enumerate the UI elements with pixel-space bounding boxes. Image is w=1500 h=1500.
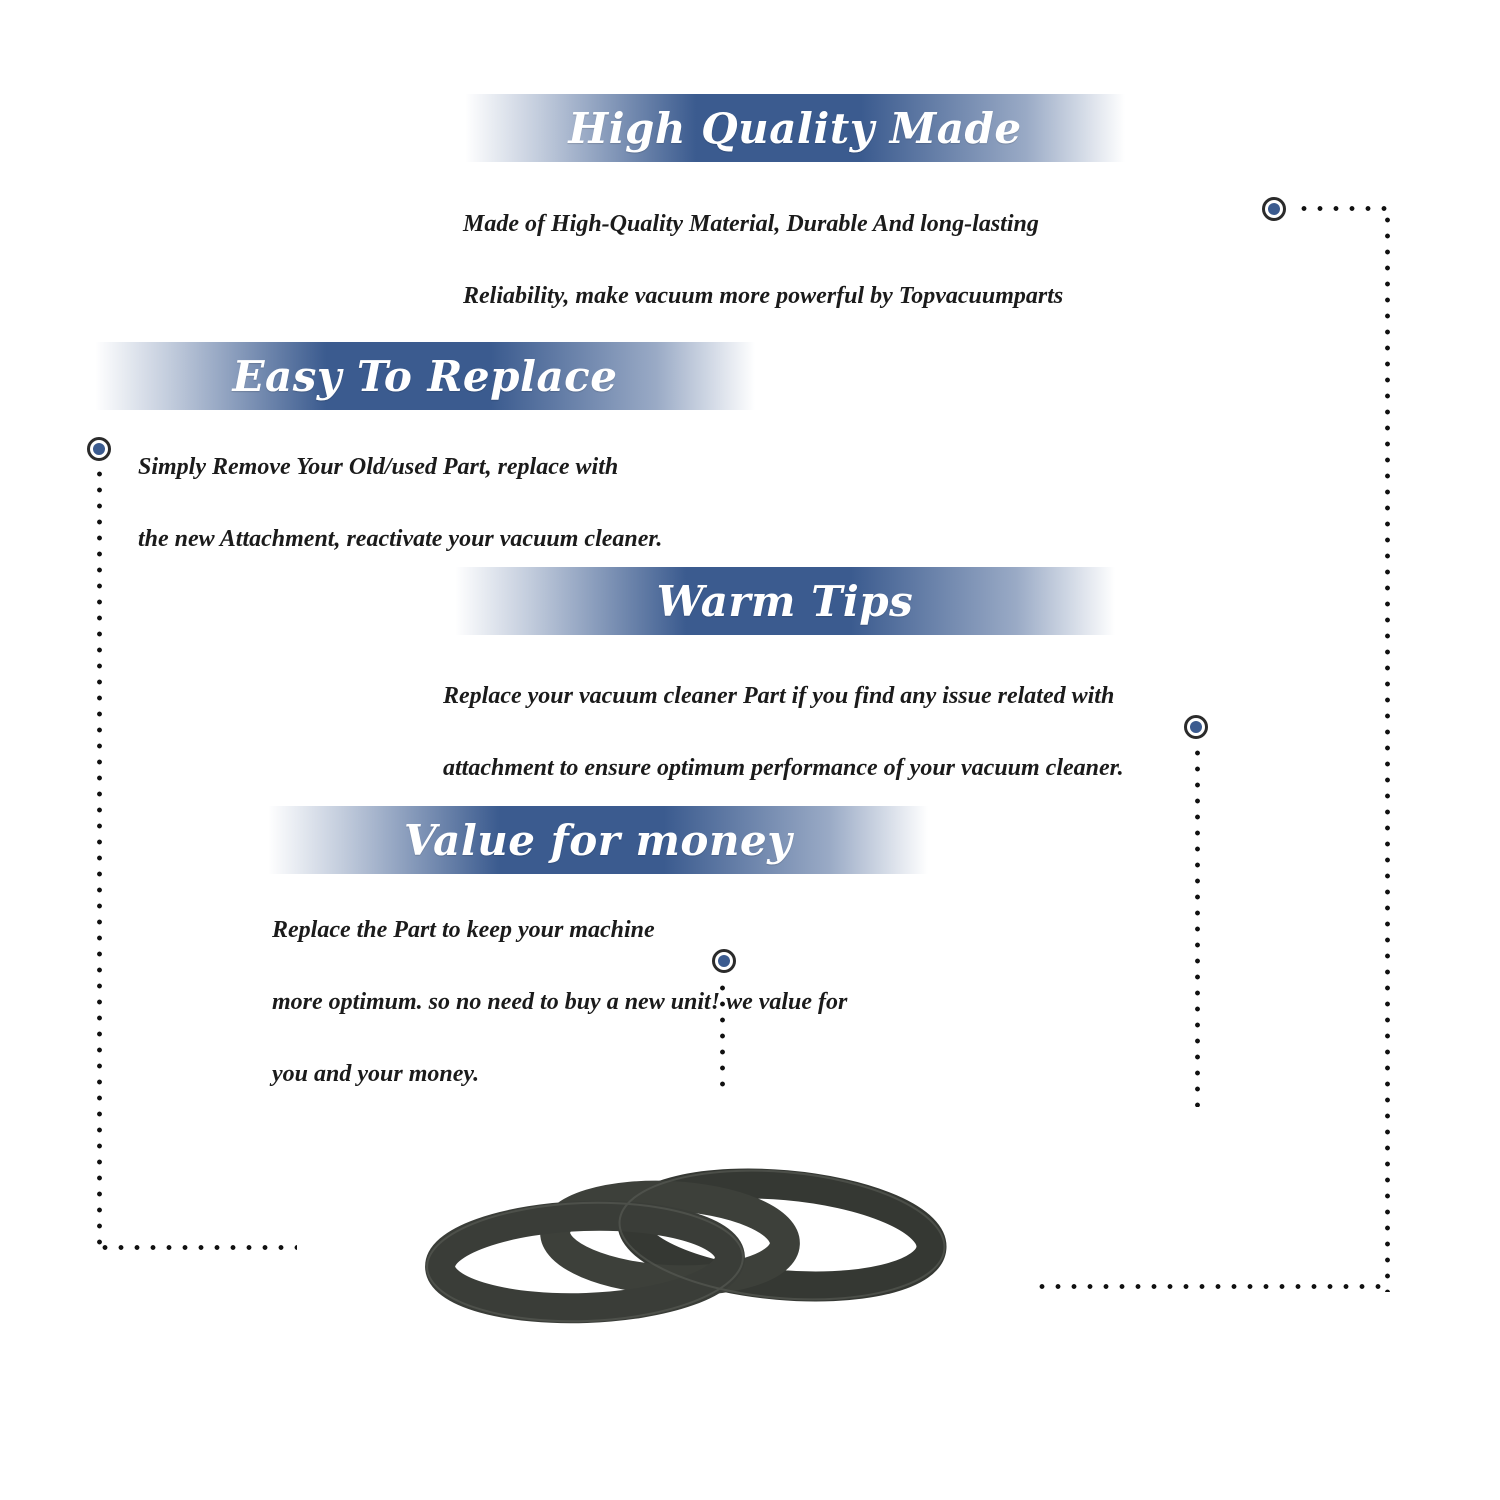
description-line: Replace the Part to keep your machine — [272, 917, 655, 943]
description-line: Reliability, make vacuum more powerful b… — [463, 283, 1064, 309]
connector-line — [1385, 212, 1390, 1292]
connector-line — [720, 980, 725, 1092]
connector-line — [1034, 1284, 1390, 1289]
banner-easy-to-replace: Easy To Replace — [95, 342, 755, 410]
description-line: Made of High-Quality Material, Durable A… — [463, 211, 1039, 237]
banner-high-quality-made: High Quality Made — [465, 94, 1125, 162]
banner-warm-tips: Warm Tips — [455, 567, 1115, 635]
banner-title: Value for money — [403, 815, 793, 865]
connector-line — [1195, 745, 1200, 1107]
description-line: the new Attachment, reactivate your vacu… — [138, 526, 663, 552]
description-line: Simply Remove Your Old/used Part, replac… — [138, 454, 619, 480]
description-line: attachment to ensure optimum performance… — [443, 755, 1124, 781]
feature-description-high-quality: Made of High-Quality Material, Durable A… — [463, 170, 1243, 350]
feature-description-warm-tips: Replace your vacuum cleaner Part if you … — [443, 642, 1293, 822]
marker-dot-icon — [1184, 715, 1208, 739]
description-line: more optimum. so no need to buy a new un… — [272, 989, 848, 1015]
description-line: Replace your vacuum cleaner Part if you … — [443, 683, 1115, 709]
marker-dot-icon — [712, 949, 736, 973]
connector-line — [1296, 206, 1390, 211]
feature-description-easy-to-replace: Simply Remove Your Old/used Part, replac… — [138, 413, 838, 593]
banner-title: Warm Tips — [656, 576, 914, 626]
description-line: you and your money. — [272, 1061, 480, 1087]
feature-description-value-for-money: Replace the Part to keep your machine mo… — [272, 876, 1012, 1128]
vacuum-belt-icon — [425, 1168, 947, 1324]
banner-title: High Quality Made — [568, 103, 1022, 153]
connector-line — [97, 1245, 297, 1250]
marker-dot-icon — [87, 437, 111, 461]
banner-value-for-money: Value for money — [268, 806, 928, 874]
connector-line — [97, 466, 102, 1250]
marker-dot-icon — [1262, 197, 1286, 221]
banner-title: Easy To Replace — [232, 351, 618, 401]
